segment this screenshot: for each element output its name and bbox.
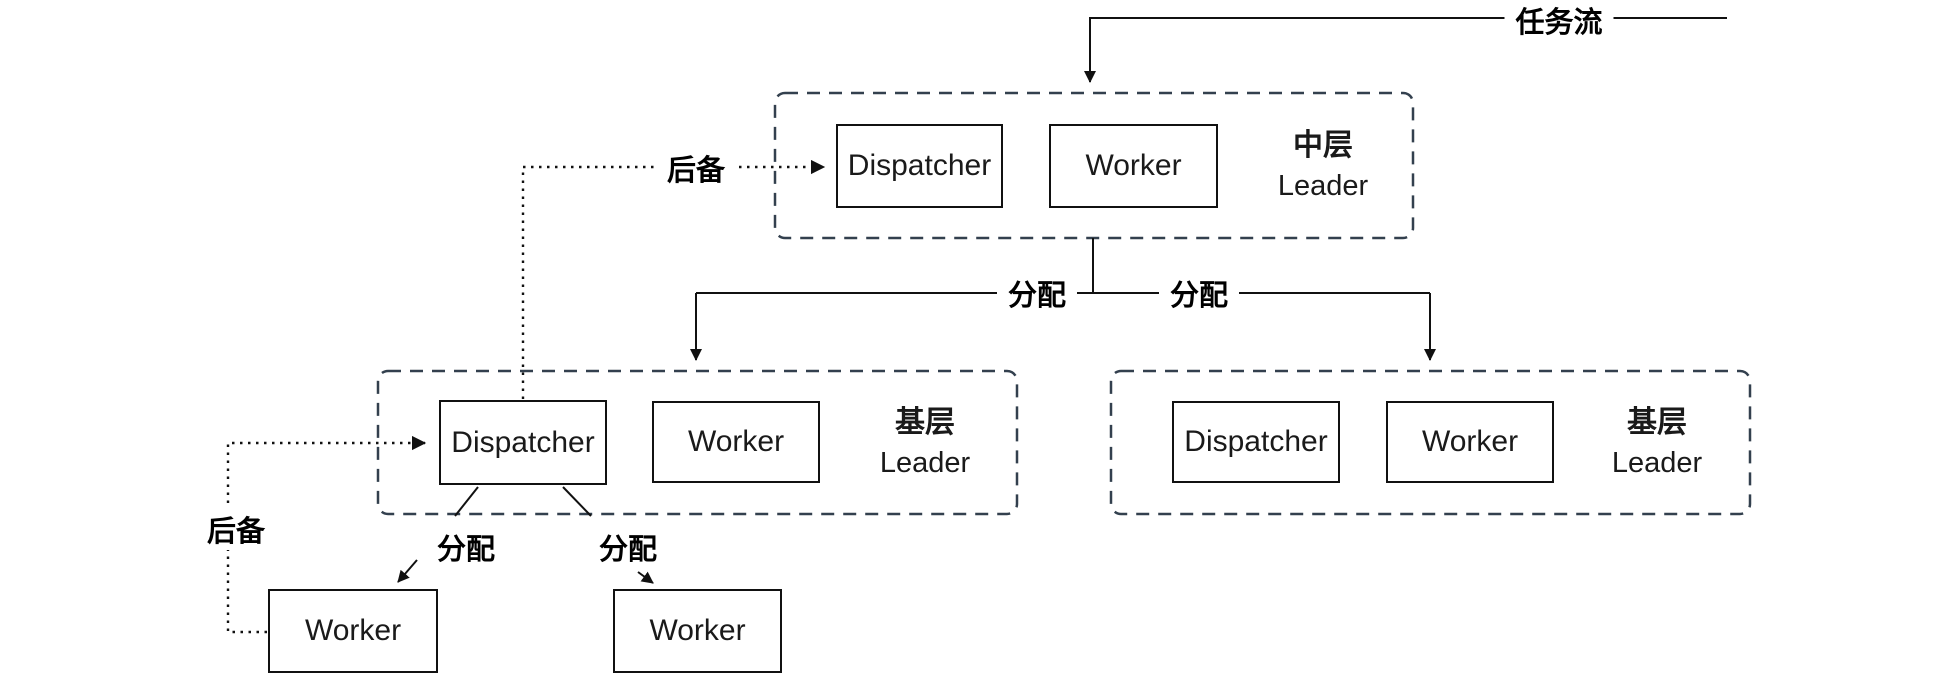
fan-right-arrow <box>637 571 654 584</box>
backup-bottom-label: 后备 <box>195 508 277 550</box>
mid-leader-label-cn: 中层 <box>1293 129 1353 162</box>
fan-left-arrow <box>397 559 418 583</box>
base-left-dispatcher-box: Dispatcher <box>439 400 607 485</box>
mid-worker-box: Worker <box>1049 124 1218 208</box>
backup-top-label: 后备 <box>655 147 737 189</box>
backup-top-dotted-arrow <box>521 159 826 399</box>
distribute-top-left-label: 分配 <box>996 272 1078 314</box>
task-flow-label: 任务流 <box>1504 0 1614 41</box>
base-leader-left-group-border <box>376 369 1019 516</box>
mid-dispatcher-box: Dispatcher <box>836 124 1003 208</box>
task-flow-arrow <box>1084 17 1727 83</box>
base-left-label-en: Leader <box>879 447 971 479</box>
mid-leader-group-label: 中层 Leader <box>1223 125 1423 207</box>
base-right-dispatcher-box: Dispatcher <box>1172 401 1340 483</box>
base-left-label-cn: 基层 <box>895 406 955 439</box>
base-leader-left-group-label: 基层 Leader <box>825 402 1025 484</box>
base-leader-right-group-border <box>1109 369 1752 516</box>
base-right-label-en: Leader <box>1611 447 1703 479</box>
fan-right-segment <box>562 486 592 517</box>
mid-leader-label-en: Leader <box>1277 170 1369 202</box>
fan-left-segment <box>454 486 479 517</box>
base-leader-right-group-label: 基层 Leader <box>1557 402 1757 484</box>
base-right-label-cn: 基层 <box>1627 406 1687 439</box>
standalone-worker-box-1: Worker <box>268 589 438 673</box>
distribute-bottom-right-label: 分配 <box>587 526 669 568</box>
base-right-worker-box: Worker <box>1386 401 1554 483</box>
distribute-top-right-label: 分配 <box>1158 272 1240 314</box>
distribute-bottom-left-label: 分配 <box>425 526 507 568</box>
base-left-worker-box: Worker <box>652 401 820 483</box>
standalone-worker-box-2: Worker <box>613 589 782 673</box>
